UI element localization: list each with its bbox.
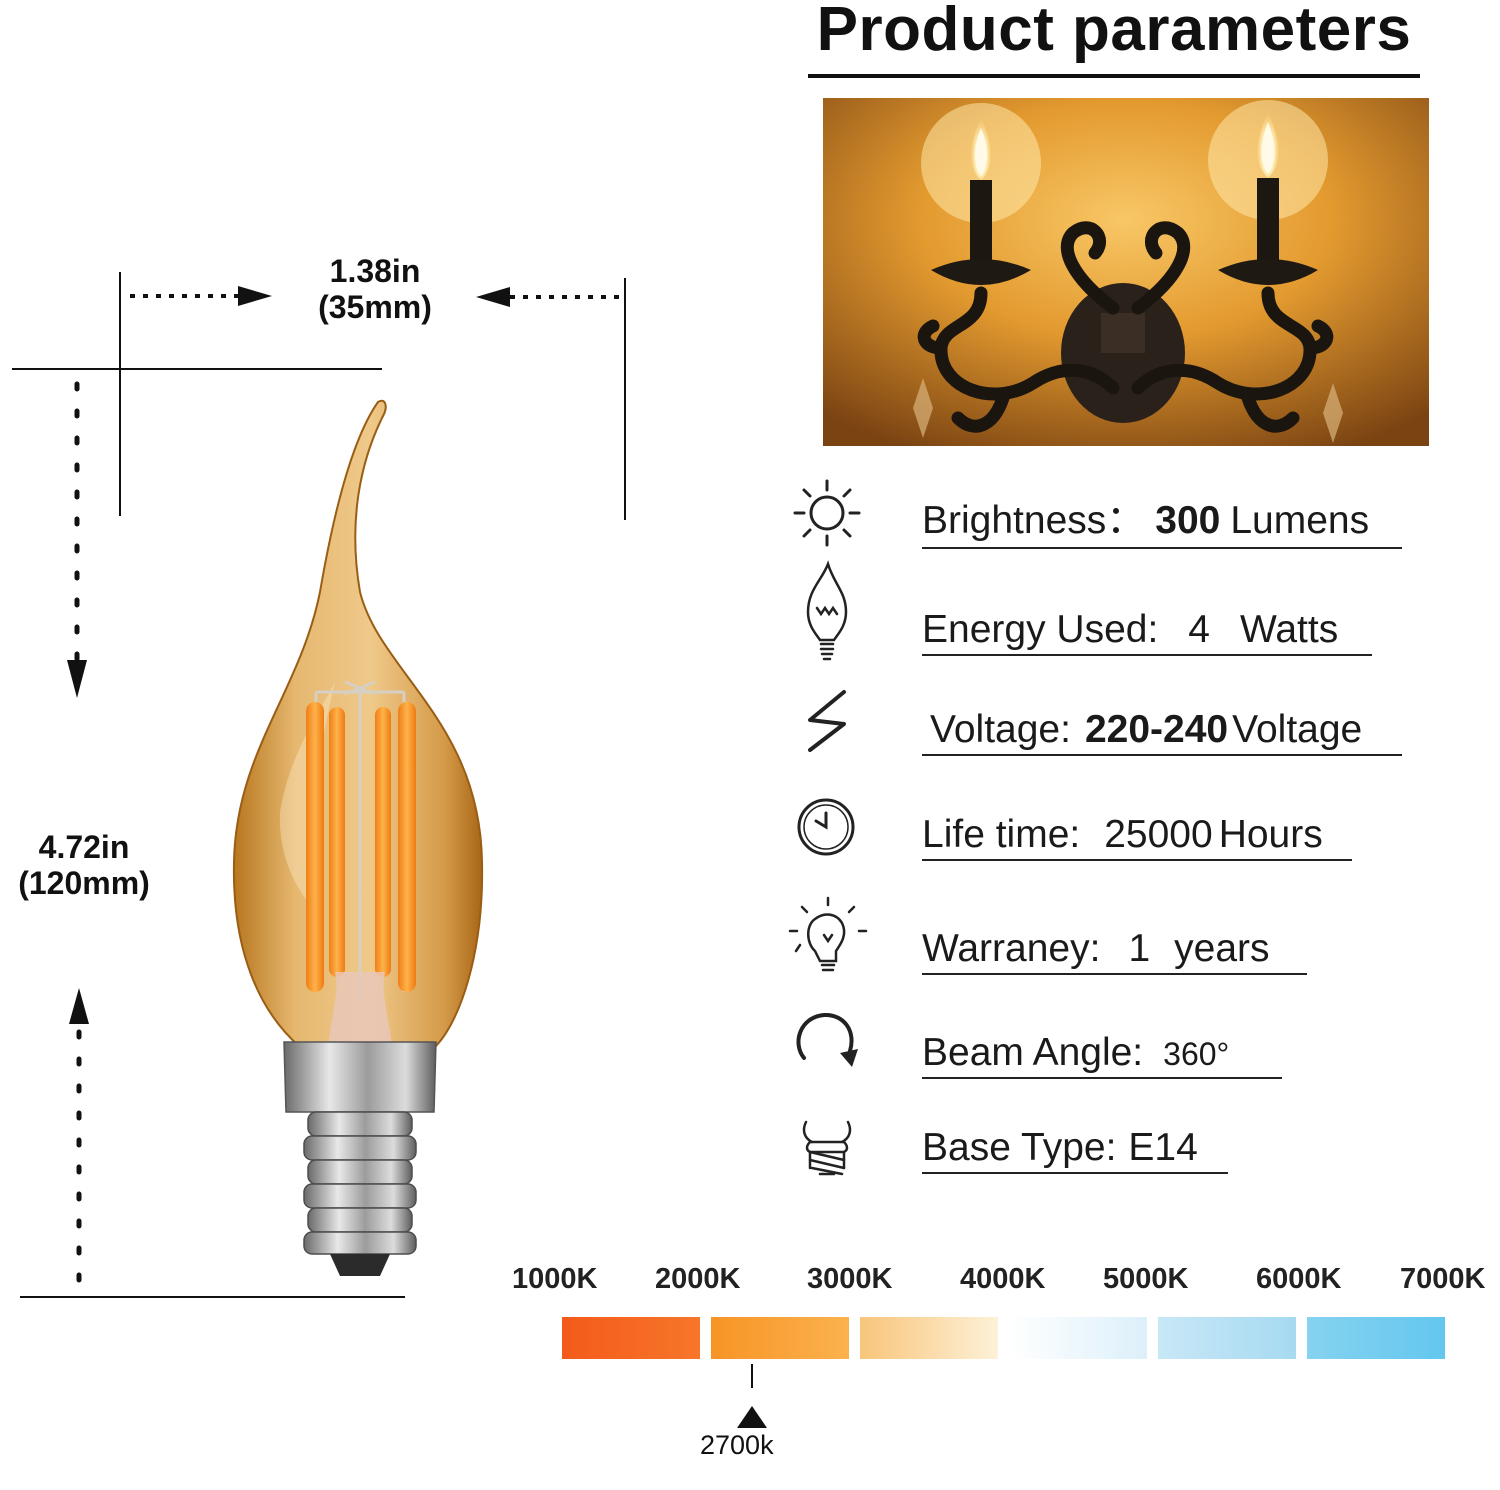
- width-inches: 1.38in: [329, 253, 421, 289]
- spec-unit: years: [1174, 927, 1270, 970]
- spec-label: Warraney:: [922, 927, 1101, 970]
- kelvin-tick-2000k: 2000K: [655, 1263, 741, 1295]
- kelvin-band-4: [1009, 1317, 1147, 1359]
- spec-row-base-type: Base Type: E14: [782, 1112, 1422, 1212]
- screw-base-icon: [782, 1112, 872, 1202]
- spec-label: Energy Used:: [922, 608, 1159, 651]
- spec-value: 220-240: [1084, 708, 1229, 751]
- spec-value: 360°: [1163, 1036, 1230, 1072]
- spec-value: 300: [1155, 499, 1221, 542]
- sun-icon: [782, 475, 872, 565]
- spec-row-energy: Energy Used: 4 Watts: [782, 560, 1422, 661]
- idea-bulb-icon: [782, 895, 872, 985]
- kelvin-marker: [733, 1362, 773, 1432]
- width-millimeters: (35mm): [318, 289, 432, 325]
- spec-unit: Lumens: [1230, 499, 1370, 542]
- kelvin-tick-4000k: 4000K: [960, 1263, 1046, 1295]
- spec-row-beam-angle: Beam Angle: 360°: [782, 1003, 1422, 1103]
- spec-unit: Voltage: [1232, 708, 1363, 751]
- rotate-icon: [782, 1003, 872, 1093]
- kelvin-band-6: [1307, 1317, 1445, 1359]
- spec-unit: Watts: [1240, 608, 1339, 651]
- spec-value: 1: [1128, 927, 1151, 970]
- kelvin-tick-5000k: 5000K: [1103, 1263, 1189, 1295]
- height-dimension-label: 4.72in (120mm): [0, 829, 168, 901]
- kelvin-tick-1000k: 1000K: [512, 1263, 598, 1295]
- kelvin-marker-label: 2700k: [700, 1430, 774, 1460]
- sconce-photo: [823, 98, 1429, 446]
- kelvin-tick-3000k: 3000K: [807, 1263, 893, 1295]
- kelvin-tick-6000k: 6000K: [1256, 1263, 1342, 1295]
- width-dimension-lines: [0, 260, 700, 540]
- clock-icon: [782, 795, 872, 885]
- spec-label: Brightness：: [922, 499, 1146, 542]
- title-underline: [808, 74, 1420, 78]
- kelvin-band-5: [1158, 1317, 1296, 1359]
- kelvin-band-3: [860, 1317, 998, 1359]
- spec-value: 4: [1188, 608, 1210, 651]
- lightning-icon: [782, 688, 872, 778]
- height-millimeters: (120mm): [18, 865, 150, 901]
- candle-bulb-image: [220, 392, 500, 1282]
- spec-label: Life time:: [922, 813, 1081, 856]
- spec-label: Voltage:: [930, 708, 1071, 751]
- kelvin-band-1: [562, 1317, 700, 1359]
- height-inches: 4.72in: [38, 829, 130, 865]
- kelvin-tick-7000k: 7000K: [1400, 1263, 1486, 1295]
- page-title: Product parameters: [816, 0, 1412, 64]
- spec-row-warranty: Warraney: 1 years: [782, 895, 1422, 995]
- width-dimension-label: 1.38in (35mm): [290, 253, 460, 325]
- spec-value: 25000: [1104, 813, 1213, 856]
- kelvin-band-2: [711, 1317, 849, 1359]
- spec-value: E14: [1128, 1126, 1198, 1169]
- height-dimension-lines: [0, 360, 420, 1310]
- bulb-outline-icon: [782, 560, 872, 661]
- spec-unit: Hours: [1218, 813, 1323, 856]
- spec-label: Base Type:: [922, 1126, 1117, 1169]
- spec-label: Beam Angle:: [922, 1031, 1144, 1074]
